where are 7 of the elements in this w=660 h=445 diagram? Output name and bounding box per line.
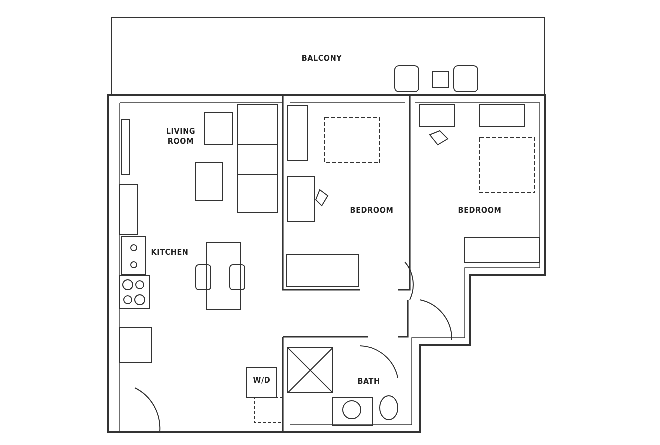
room-label: BEDROOM (350, 206, 394, 216)
room-label: BEDROOM (458, 206, 502, 216)
room-label: BATH (356, 377, 382, 387)
room-label: BALCONY (300, 54, 344, 64)
appliance-label: W/D (252, 376, 272, 386)
room-label: KITCHEN (150, 248, 190, 258)
room-label: LIVING ROOM (165, 127, 197, 147)
